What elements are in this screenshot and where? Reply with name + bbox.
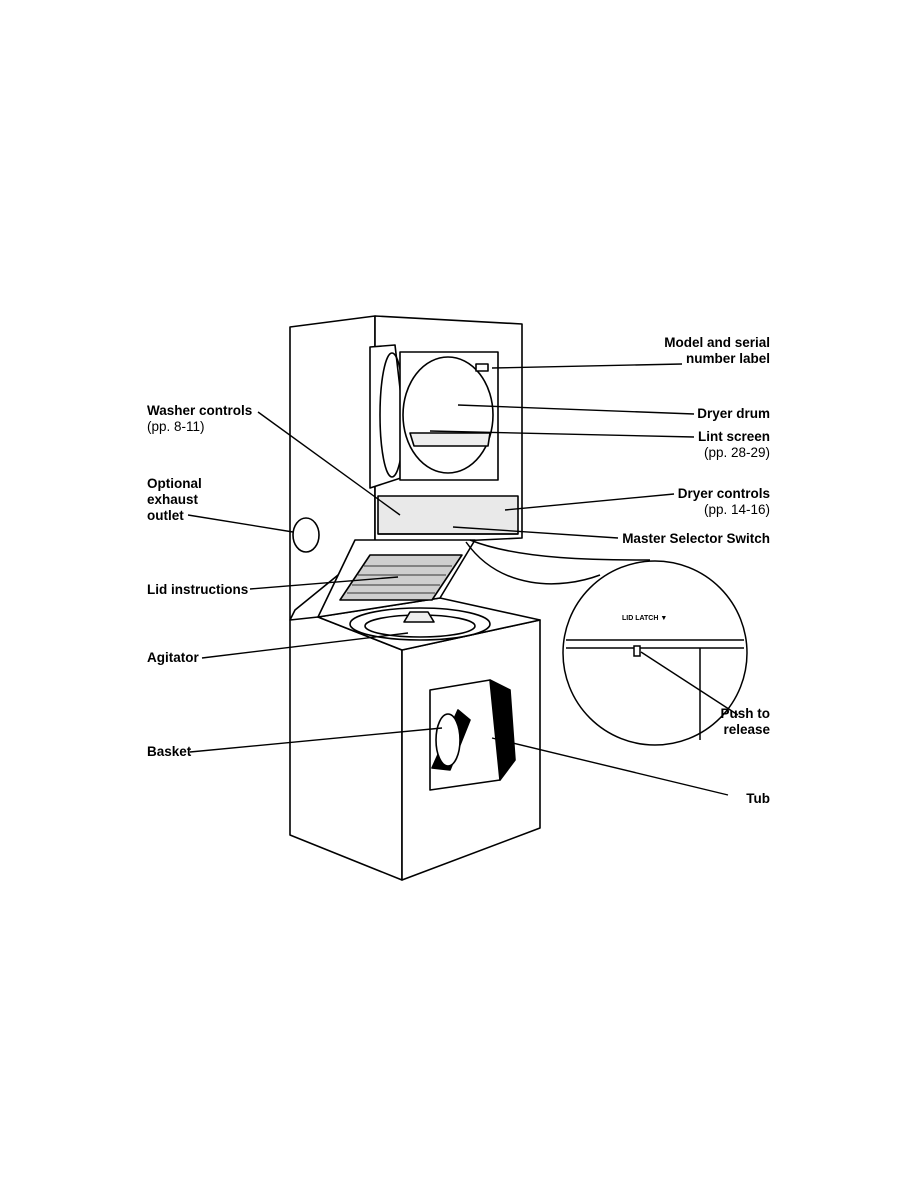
master-selector-label: Master Selector Switch (580, 531, 770, 547)
exhaust-outlet-label: Optional exhaust outlet (147, 476, 202, 524)
washer-controls-label: Washer controls (pp. 8-11) (147, 403, 252, 435)
model-serial-label: Model and serial number label (600, 335, 770, 367)
push-release-label: Push to release (660, 706, 770, 738)
agitator-shape (404, 612, 434, 622)
exhaust-outlet-shape (293, 518, 319, 552)
basket-label: Basket (147, 744, 191, 760)
lint-screen-label: Lint screen (pp. 28-29) (600, 429, 770, 461)
tub-label: Tub (680, 791, 770, 807)
leader-exhaust (188, 515, 293, 532)
dryer-drum-label: Dryer drum (600, 406, 770, 422)
dryer-controls-label: Dryer controls (pp. 14-16) (600, 486, 770, 518)
lint-screen-shape (410, 433, 490, 446)
lid-latch-label: LID LATCH ▼ (622, 615, 667, 622)
model-serial-tag (476, 364, 488, 371)
lid-instructions-label: Lid instructions (147, 582, 248, 598)
cabinet-lower-side (290, 617, 402, 880)
agitator-label: Agitator (147, 650, 199, 666)
